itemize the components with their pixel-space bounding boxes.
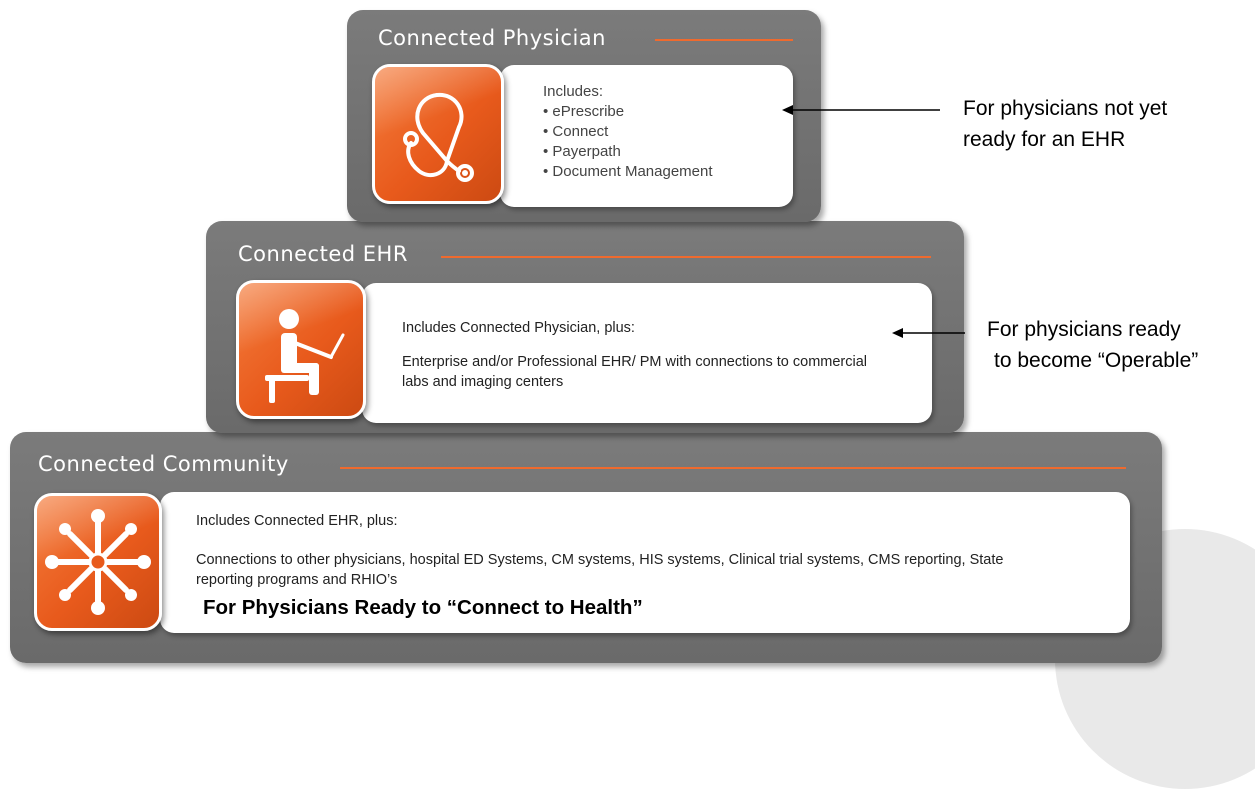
tier-title-ehr: Connected EHR [238, 242, 408, 266]
stethoscope-icon [403, 92, 474, 182]
list-item: Payerpath [543, 142, 713, 162]
annotation-ehr-line2: to become “Operable” [994, 349, 1199, 372]
arrow-ehr [892, 328, 965, 338]
tier-line-physician [655, 39, 793, 41]
tier-line-community [340, 467, 1126, 469]
community-description: Connections to other physicians, hospita… [196, 552, 1004, 588]
connected-people-icon [45, 509, 151, 615]
ehr-includes-line: Includes Connected Physician, plus: [402, 320, 635, 336]
tier-line-ehr [441, 256, 931, 258]
physician-includes-heading: Includes: [543, 83, 604, 100]
seated-person-icon [265, 309, 345, 403]
annotation-physician-line1: For physicians not yet [963, 97, 1168, 120]
ehr-icon-tile [236, 280, 366, 419]
physician-icon-tile [372, 64, 504, 204]
content-box-ehr [362, 283, 932, 423]
content-box-community [160, 492, 1130, 633]
arrow-physician [782, 105, 940, 115]
physician-includes-list: ePrescribe Connect Payerpath Document Ma… [543, 102, 713, 182]
ehr-description: Enterprise and/or Professional EHR/ PM w… [402, 354, 867, 390]
list-item: Connect [543, 122, 713, 142]
annotation-ehr-line1: For physicians ready [987, 318, 1181, 341]
list-item: ePrescribe [543, 102, 713, 122]
community-icon-tile [34, 493, 162, 631]
tier-title-physician: Connected Physician [378, 26, 606, 50]
community-tagline: For Physicians Ready to “Connect to Heal… [203, 596, 643, 619]
annotation-physician-line2: ready for an EHR [963, 128, 1126, 151]
list-item: Document Management [543, 162, 712, 182]
community-includes-line: Includes Connected EHR, plus: [196, 513, 398, 529]
tier-title-community: Connected Community [38, 452, 289, 476]
